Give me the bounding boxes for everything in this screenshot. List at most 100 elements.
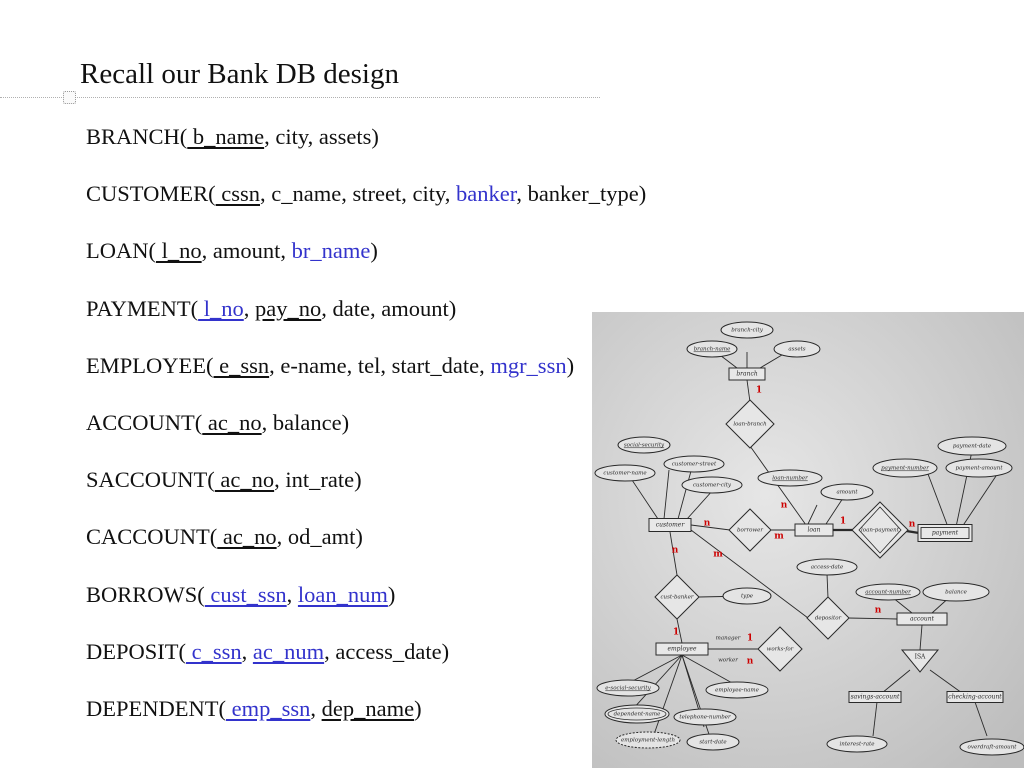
rel-loan-payment-label: loan-payment bbox=[861, 528, 900, 534]
attr-start-date-label: start-date bbox=[699, 740, 727, 746]
attr-overdraft-amount-label: overdraft-amount bbox=[968, 745, 1018, 751]
connector-line bbox=[961, 475, 997, 528]
attr-loan-number-ellipse bbox=[757, 469, 823, 487]
attribute: city bbox=[412, 181, 445, 207]
title-divider bbox=[0, 97, 600, 98]
entity-payment-label: payment bbox=[932, 530, 959, 537]
entity-customer-label: customer bbox=[656, 522, 686, 529]
connector-line bbox=[881, 669, 911, 694]
attr-amount-label: amount bbox=[836, 490, 858, 496]
attr-dependent-name-inner-ellipse bbox=[607, 707, 667, 721]
connector-line bbox=[826, 573, 829, 599]
attribute: start_date bbox=[391, 352, 480, 378]
attr-loan-number-label: loan-number bbox=[772, 476, 808, 482]
attribute: banker_type bbox=[527, 181, 639, 207]
key-attribute: e_ssn bbox=[213, 352, 270, 378]
key-attribute: ac_no bbox=[202, 409, 262, 435]
attr-customer-street-label: customer-street bbox=[672, 462, 717, 468]
attr-overdraft-amount-ellipse bbox=[959, 738, 1024, 756]
cardinality-branch-loan-branch: 1 bbox=[756, 386, 762, 396]
connector-line bbox=[681, 654, 714, 747]
cardinality-depositor-customer: m bbox=[713, 550, 723, 560]
entity-branch-box bbox=[728, 367, 766, 381]
attr-customer-name-label: customer-name bbox=[603, 471, 647, 477]
schema-row-borrows: BORROWS( cust_ssn, loan_num) bbox=[86, 581, 396, 607]
rel-loan-payment-inner-diamond bbox=[858, 506, 902, 554]
attr-telephone-number-label: telephone-number bbox=[679, 715, 731, 721]
attribute: assets bbox=[318, 124, 372, 149]
isa-triangle bbox=[900, 649, 940, 673]
attr-access-date-label: access-date bbox=[811, 565, 844, 571]
attribute: tel bbox=[357, 352, 381, 378]
attribute: int_rate bbox=[285, 467, 355, 493]
table-name: DEPENDENT bbox=[86, 695, 219, 721]
rel-works-for-label: works-for bbox=[767, 647, 794, 653]
attr-e-social-security-ellipse bbox=[596, 679, 660, 697]
schema-row-deposit: DEPOSIT( c_ssn, ac_num, access_date) bbox=[86, 638, 450, 664]
cardinality-borrower-loan: m bbox=[774, 532, 784, 542]
entity-customer-box bbox=[648, 518, 692, 532]
attr-type-ellipse bbox=[722, 587, 772, 605]
rel-loan-branch-label: loan-branch bbox=[733, 422, 767, 428]
cardinality-borrower-customer: n bbox=[704, 519, 711, 529]
attr-employment-length-ellipse bbox=[615, 731, 681, 749]
attribute: amount bbox=[212, 238, 281, 264]
attr-interest-rate-label: interest-rate bbox=[840, 742, 876, 748]
entity-branch-label: branch bbox=[736, 371, 758, 378]
attribute: banker bbox=[455, 181, 517, 207]
cardinality-cust-banker-employee: 1 bbox=[673, 628, 679, 638]
connector-line bbox=[690, 524, 731, 531]
connector-line bbox=[929, 669, 963, 694]
connector-line bbox=[631, 654, 683, 711]
role-manager-label: manager bbox=[716, 636, 741, 642]
entity-employee-label: employee bbox=[667, 646, 697, 653]
connector-line bbox=[746, 379, 751, 403]
cardinality-cust-banker-customer: n bbox=[672, 546, 679, 556]
isa-label: ISA bbox=[915, 654, 926, 661]
connector-line bbox=[919, 624, 923, 651]
connector-line bbox=[663, 469, 670, 520]
cardinality-works-for-worker: n bbox=[747, 657, 754, 667]
attribute: date bbox=[332, 295, 370, 321]
attr-dependent-name-ellipse bbox=[604, 704, 670, 724]
cardinality-depositor-account: n bbox=[875, 606, 882, 616]
schema-row-caccount: CACCOUNT( ac_no, od_amt) bbox=[86, 524, 363, 550]
attribute: access_date bbox=[335, 638, 442, 664]
key-attribute: ac_num bbox=[252, 638, 325, 664]
attr-customer-city-ellipse bbox=[681, 476, 743, 494]
entity-account-label: account bbox=[910, 616, 935, 623]
attr-payment-date-ellipse bbox=[937, 436, 1007, 456]
cardinality-loan-payment-loan: 1 bbox=[840, 517, 846, 527]
key-attribute: c_ssn bbox=[186, 638, 242, 664]
relational-schema-list: BRANCH( b_name, city, assets)CUSTOMER( c… bbox=[86, 121, 646, 750]
entity-employee-box bbox=[655, 642, 709, 656]
table-name: ACCOUNT bbox=[86, 409, 195, 435]
attr-amount-ellipse bbox=[820, 483, 874, 501]
rel-loan-branch-diamond bbox=[725, 399, 775, 449]
entity-loan-box bbox=[794, 523, 834, 537]
attr-account-number-ellipse bbox=[855, 583, 921, 601]
page-title: Recall our Bank DB design bbox=[80, 58, 399, 90]
table-name: CACCOUNT bbox=[86, 524, 210, 550]
key-attribute: emp_ssn bbox=[225, 695, 311, 721]
rel-borrower-diamond bbox=[728, 508, 772, 552]
attr-payment-number-ellipse bbox=[872, 458, 938, 478]
key-attribute: l_no bbox=[198, 295, 244, 321]
attr-telephone-number-ellipse bbox=[673, 708, 737, 726]
connector-line bbox=[631, 479, 659, 520]
table-name: SACCOUNT bbox=[86, 467, 208, 493]
connector-line bbox=[847, 617, 898, 620]
connector-line bbox=[626, 654, 683, 685]
connector-line bbox=[872, 701, 878, 737]
connector-line bbox=[681, 654, 735, 685]
attr-interest-rate-ellipse bbox=[826, 735, 888, 753]
table-name: CUSTOMER bbox=[86, 181, 209, 207]
schema-row-branch: BRANCH( b_name, city, assets) bbox=[86, 124, 379, 149]
entity-checking-account-box bbox=[946, 691, 1004, 703]
attribute: city bbox=[275, 124, 308, 149]
table-name: DEPOSIT bbox=[86, 638, 179, 664]
attr-branch-city-ellipse bbox=[720, 321, 774, 339]
attr-branch-name-ellipse bbox=[686, 340, 738, 358]
divider-marker-icon bbox=[63, 91, 76, 104]
attr-start-date-ellipse bbox=[686, 733, 740, 751]
